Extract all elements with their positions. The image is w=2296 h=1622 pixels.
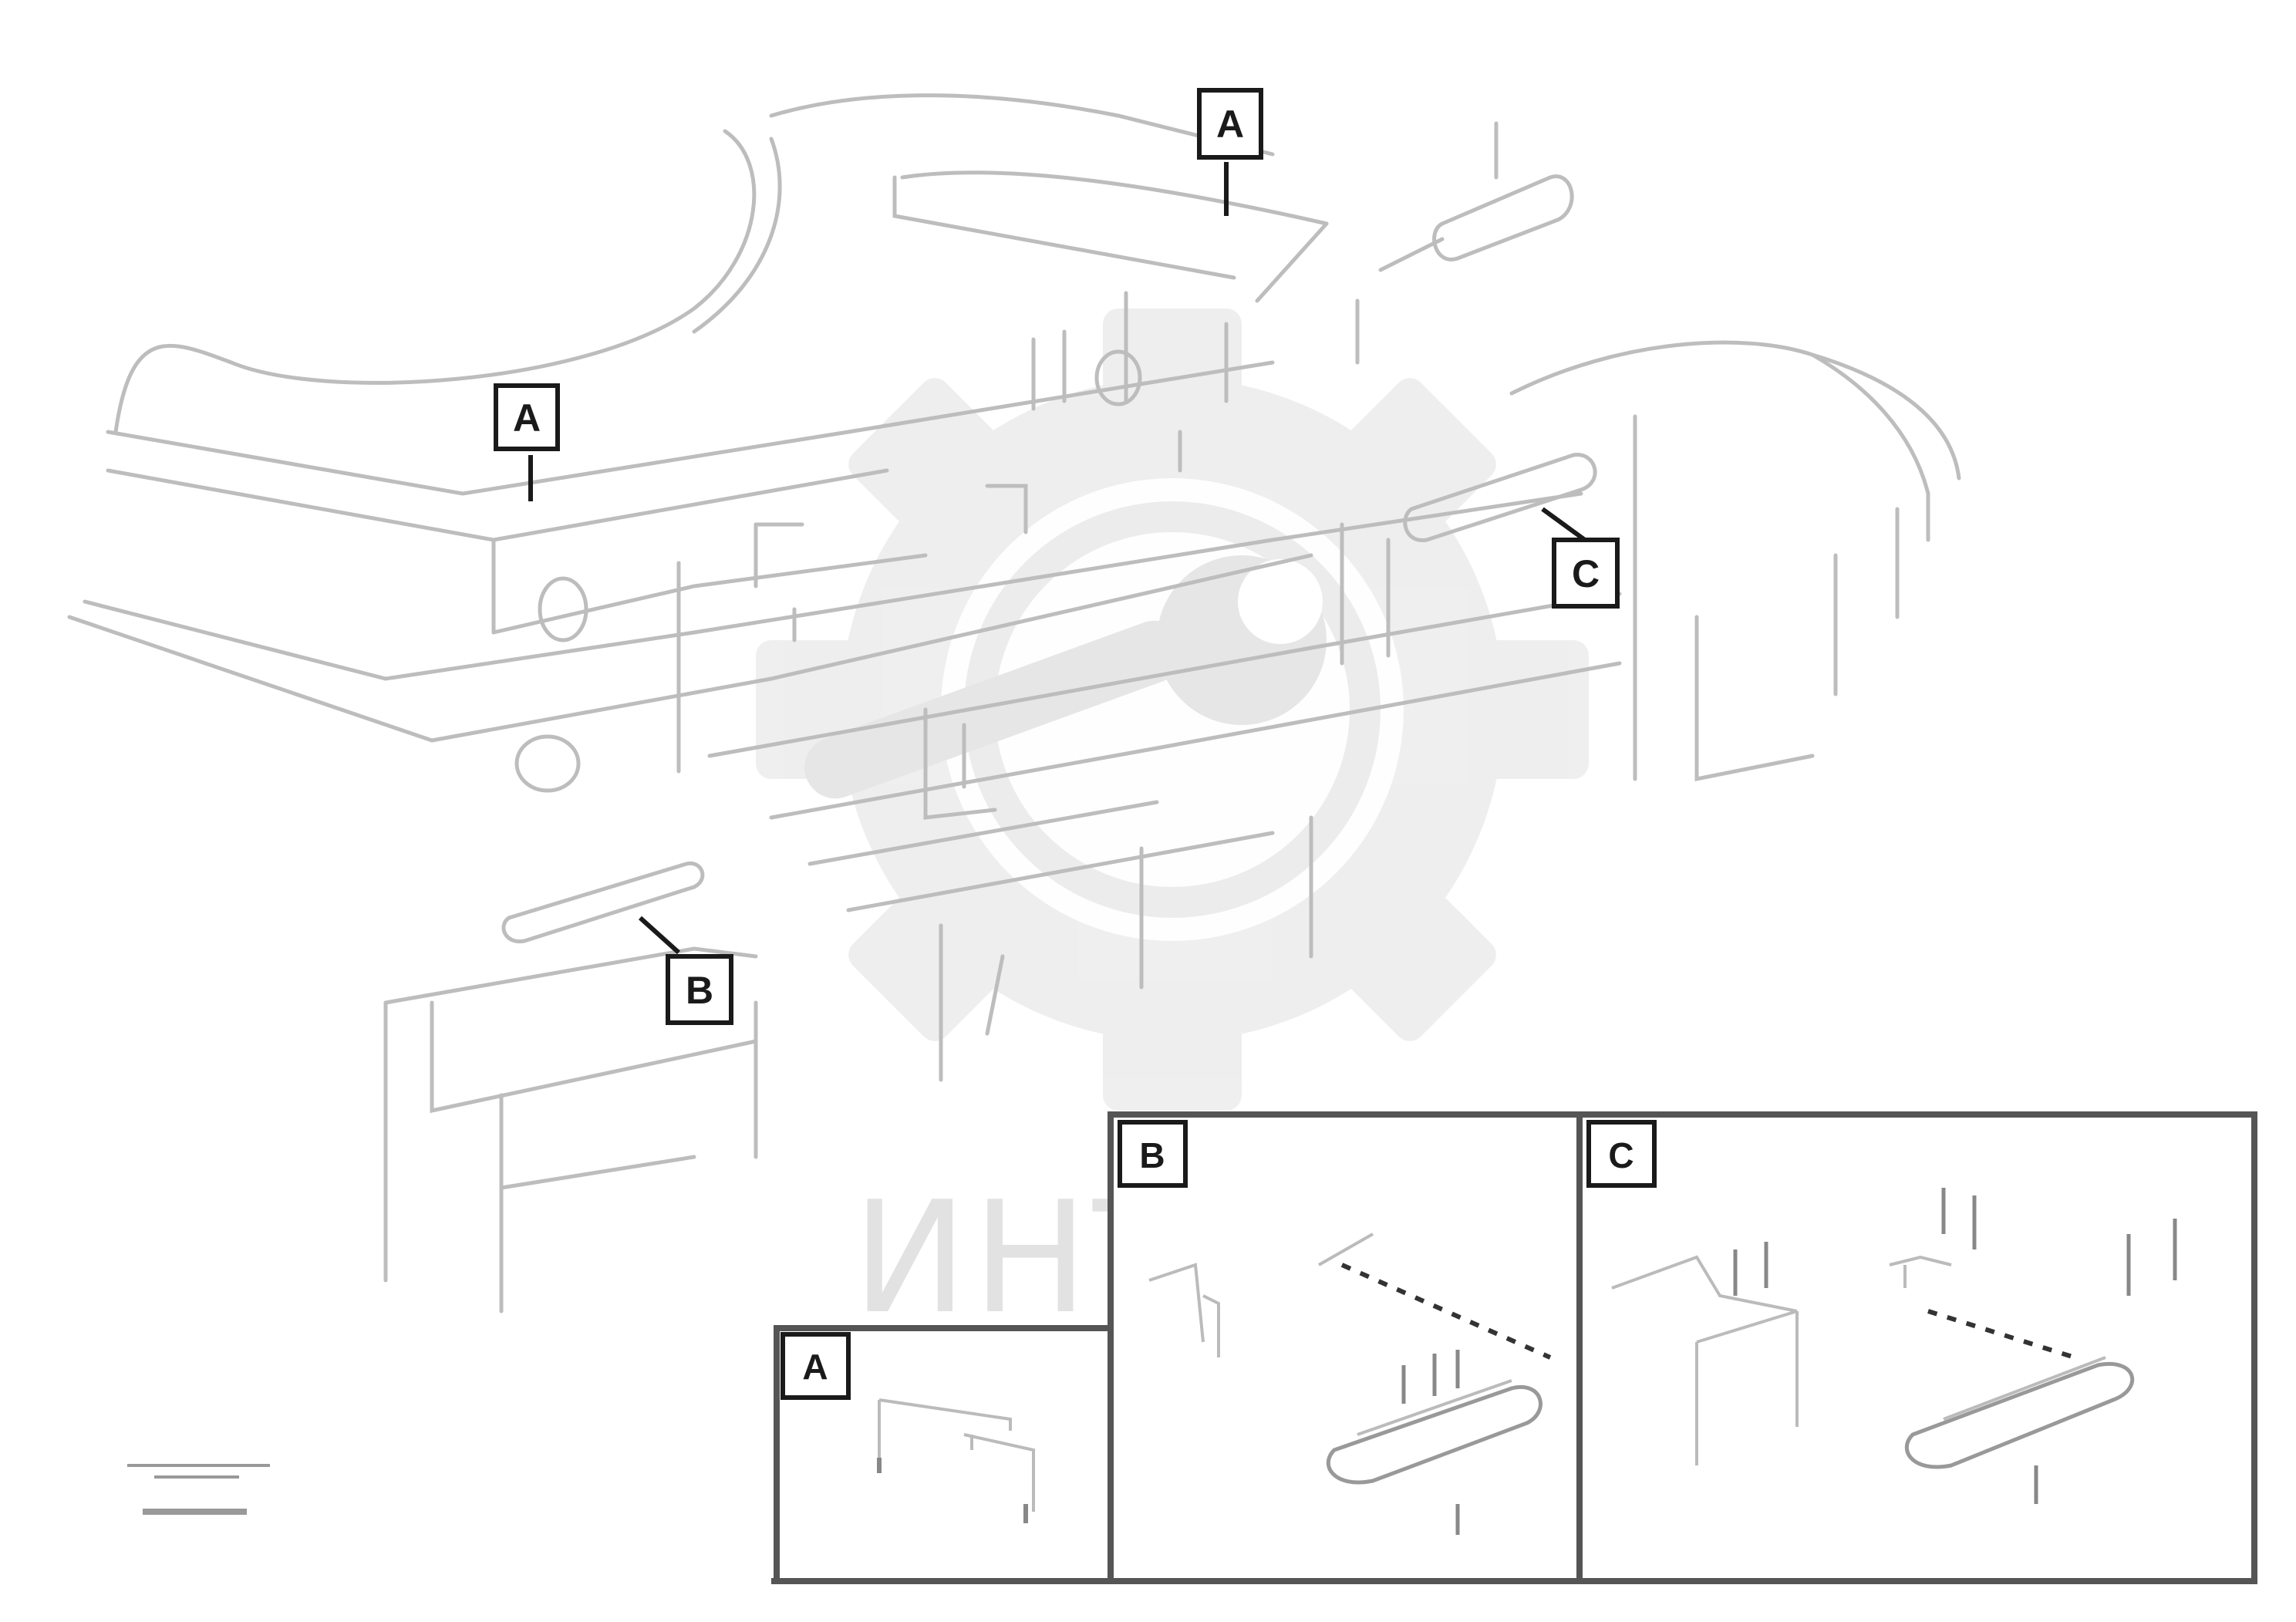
callout-a-left-label: A	[513, 396, 541, 440]
step-c-outline	[1904, 1361, 2135, 1469]
detail-view-c: C	[1576, 1111, 2257, 1584]
engine-hood	[1509, 340, 1961, 481]
detail-view-b: B	[1108, 1111, 1584, 1584]
wrench-icon	[804, 555, 1327, 799]
handrail-c	[1403, 453, 1597, 542]
callout-c[interactable]: C	[1552, 538, 1620, 609]
counterweight-outline	[229, 129, 757, 385]
callout-a-top[interactable]: A	[1197, 88, 1263, 160]
callout-b[interactable]: B	[666, 954, 733, 1025]
callout-a-top-label: A	[1216, 103, 1244, 146]
detail-view-a: A	[774, 1325, 1115, 1584]
callout-c-label: C	[1572, 552, 1600, 595]
detail-b-tag: B	[1139, 1135, 1165, 1175]
callout-a-left[interactable]: A	[494, 383, 560, 451]
upper-frame	[106, 360, 1275, 496]
callout-b-label: B	[686, 969, 713, 1012]
step-b-outline	[1326, 1384, 1542, 1485]
machine-drawing	[67, 93, 1961, 1313]
gear-icon	[756, 309, 1589, 1111]
detail-c-tag: C	[1608, 1135, 1633, 1175]
handrail-b	[501, 861, 705, 944]
leader-lines	[528, 162, 1586, 955]
handle-top	[1432, 174, 1574, 261]
detail-a-tag: A	[802, 1347, 828, 1387]
reference-stamp	[127, 1464, 270, 1515]
